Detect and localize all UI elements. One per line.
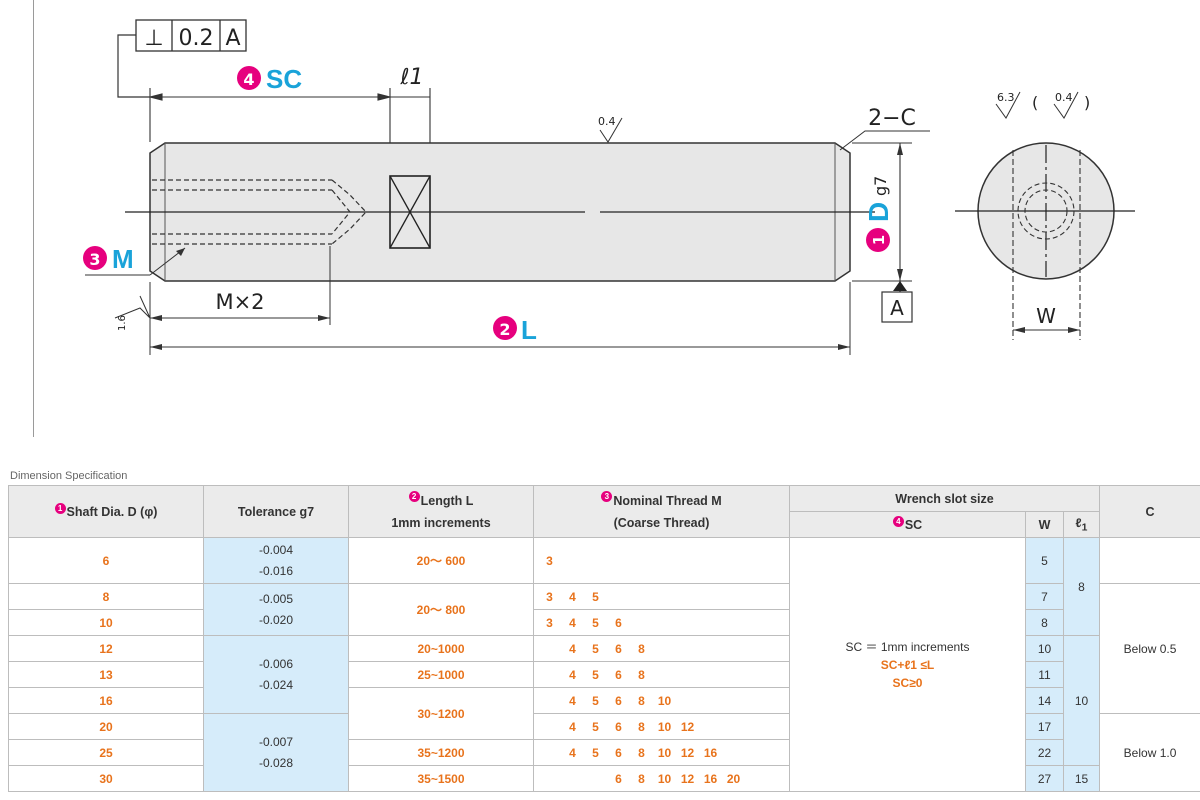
flatness-datum: A <box>225 26 240 51</box>
rough-side-a: 6.3 <box>997 91 1015 104</box>
svg-text:2: 2 <box>499 320 510 339</box>
mx2-label: M×2 <box>215 290 264 314</box>
tolerance-cell: -0.006-0.024 <box>203 635 349 714</box>
sc-label: SC <box>266 64 302 94</box>
header-c: C <box>1099 485 1200 538</box>
rough-side-b: 0.4 <box>1055 91 1073 104</box>
d-dimension: 1 D g7 A <box>852 142 913 323</box>
chamfer-callout: 2−C <box>839 106 930 151</box>
c-cell: Below 0.5 <box>1099 583 1200 714</box>
rough-end: 1.6 <box>117 315 128 331</box>
g7-label: g7 <box>871 176 890 196</box>
shaft-drawing-svg: ⊥ 0.2 A 4 SC ℓ1 <box>83 19 1135 355</box>
svg-text:0.4: 0.4 <box>598 115 616 128</box>
end-view: W 6.3 ( 0.4 ) <box>955 91 1135 340</box>
table-caption: Dimension Specification <box>10 471 128 481</box>
callout-sc: 4 SC <box>237 64 302 94</box>
tolerance-cell: -0.007-0.028 <box>203 713 349 792</box>
frame-line <box>33 0 34 437</box>
svg-text:1: 1 <box>870 235 888 245</box>
perpendicular-symbol: ⊥ <box>144 26 163 51</box>
sc-note: SC ＝ 1mm increments SC+ℓ1 ≤L SC≥0 <box>789 537 1026 792</box>
l-dimension: 2 L <box>150 282 851 355</box>
header-tolerance: Tolerance g7 <box>203 485 349 538</box>
c-cell: Below 1.0 <box>1099 713 1200 792</box>
svg-text:): ) <box>1084 93 1090 112</box>
d-label: D <box>863 202 894 222</box>
table-row: 6 -0.004-0.016 20～ 600 3 SC ＝ 1mm increm… <box>8 537 1200 792</box>
roughness-main: 0.4 <box>598 115 623 143</box>
svg-text:(: ( <box>1032 93 1038 112</box>
header-l1: ℓ1 <box>1062 511 1101 538</box>
flatness-value: 0.2 <box>179 26 214 51</box>
m-label: M <box>112 244 134 274</box>
tolerance-cell: -0.005-0.020 <box>203 583 349 636</box>
l1-label: ℓ1 <box>399 65 423 90</box>
header-w: W <box>1025 511 1064 538</box>
svg-text:3: 3 <box>89 250 100 269</box>
callout-m: 3 M <box>83 244 150 276</box>
svg-text:4: 4 <box>243 70 254 89</box>
technical-drawing: ⊥ 0.2 A 4 SC ℓ1 <box>33 0 1135 437</box>
w-label: W <box>1036 304 1056 328</box>
thread-cell: 3 <box>533 537 790 584</box>
svg-text:2−C: 2−C <box>868 106 916 131</box>
shaft-body <box>125 142 875 282</box>
mx2-dimension: M×2 1.6 <box>114 246 331 355</box>
datum-a: A <box>890 296 904 320</box>
flatness-frame: ⊥ 0.2 A <box>117 19 247 98</box>
l-label: L <box>521 315 537 345</box>
tolerance-cell: -0.004-0.016 <box>203 537 349 584</box>
header-wrench: Wrench slot size <box>788 485 1101 512</box>
